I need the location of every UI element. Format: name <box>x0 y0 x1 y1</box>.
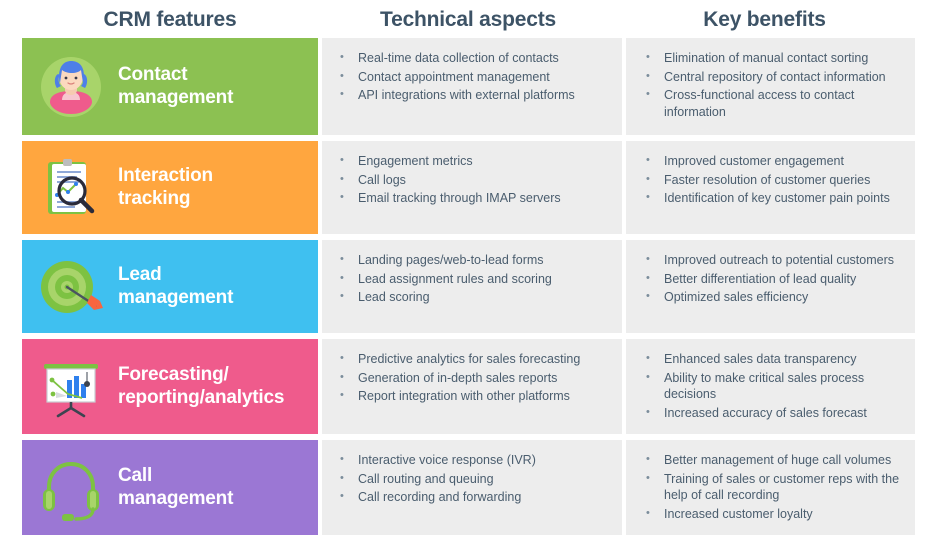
feature-label: Contact management <box>118 64 233 109</box>
list-item: Landing pages/web-to-lead forms <box>336 251 612 269</box>
list-item: Identification of key customer pain poin… <box>642 189 905 207</box>
table-row: Call management Interactive voice respon… <box>22 440 915 535</box>
list-item: API integrations with external platforms <box>336 86 612 104</box>
list-item: Report integration with other platforms <box>336 387 612 405</box>
list-item: Better management of huge call volumes <box>642 451 905 469</box>
feature-cell-forecasting-reporting-analytics: Forecasting/ reporting/analytics <box>22 339 318 434</box>
table-header: CRM features Technical aspects Key benef… <box>0 0 933 38</box>
key-benefits-cell: Enhanced sales data transparency Ability… <box>626 339 915 434</box>
feature-label: Forecasting/ reporting/analytics <box>118 364 284 409</box>
list-item: Elimination of manual contact sorting <box>642 49 905 67</box>
list-item: Better differentiation of lead quality <box>642 270 905 288</box>
key-benefits-cell: Improved customer engagement Faster reso… <box>626 141 915 234</box>
key-benefits-cell: Elimination of manual contact sorting Ce… <box>626 38 915 135</box>
key-benefits-list: Improved customer engagement Faster reso… <box>642 152 905 207</box>
feature-cell-lead-management: Lead management <box>22 240 318 333</box>
feature-label-line2: management <box>118 286 234 308</box>
list-item: Real-time data collection of contacts <box>336 49 612 67</box>
list-item: Cross-functional access to contact infor… <box>642 86 905 120</box>
list-item: Engagement metrics <box>336 152 612 170</box>
list-item: Enhanced sales data transparency <box>642 350 905 368</box>
key-benefits-cell: Better management of huge call volumes T… <box>626 440 915 535</box>
key-benefits-list: Elimination of manual contact sorting Ce… <box>642 49 905 120</box>
list-item: Improved customer engagement <box>642 152 905 170</box>
list-item: Call logs <box>336 171 612 189</box>
feature-label-line1: Forecasting/ <box>118 364 229 386</box>
list-item: Call routing and queuing <box>336 470 612 488</box>
feature-cell-interaction-tracking: Interaction tracking <box>22 141 318 234</box>
list-item: Lead scoring <box>336 288 612 306</box>
table-row: Lead management Landing pages/web-to-lea… <box>22 240 915 333</box>
list-item: Interactive voice response (IVR) <box>336 451 612 469</box>
feature-cell-contact-management: Contact management <box>22 38 318 135</box>
presentation-chart-icon <box>34 350 108 424</box>
column-header-crm-features: CRM features <box>103 7 237 31</box>
feature-cell-call-management: Call management <box>22 440 318 535</box>
column-header-technical-aspects: Technical aspects <box>380 7 556 31</box>
technical-aspects-cell: Real-time data collection of contacts Co… <box>322 38 622 135</box>
list-item: Predictive analytics for sales forecasti… <box>336 350 612 368</box>
feature-label-line1: Call <box>118 465 153 487</box>
key-benefits-list: Better management of huge call volumes T… <box>642 451 905 523</box>
key-benefits-cell: Improved outreach to potential customers… <box>626 240 915 333</box>
list-item: Increased customer loyalty <box>642 505 905 523</box>
column-header-key-benefits: Key benefits <box>703 7 826 31</box>
list-item: Increased accuracy of sales forecast <box>642 404 905 422</box>
feature-label: Call management <box>118 465 233 510</box>
technical-aspects-cell: Predictive analytics for sales forecasti… <box>322 339 622 434</box>
feature-label-line1: Contact <box>118 64 188 86</box>
technical-aspects-list: Engagement metrics Call logs Email track… <box>336 152 612 207</box>
technical-aspects-list: Real-time data collection of contacts Co… <box>336 49 612 104</box>
key-benefits-list: Enhanced sales data transparency Ability… <box>642 350 905 422</box>
feature-label-line2: tracking <box>118 187 191 209</box>
technical-aspects-cell: Interactive voice response (IVR) Call ro… <box>322 440 622 535</box>
table-row: Forecasting/ reporting/analytics Predict… <box>22 339 915 434</box>
feature-label: Interaction tracking <box>118 165 213 210</box>
list-item: Optimized sales efficiency <box>642 288 905 306</box>
table-row: Interaction tracking Engagement metrics … <box>22 141 915 234</box>
list-item: Call recording and forwarding <box>336 488 612 506</box>
headset-icon <box>34 451 108 525</box>
clipboard-magnifier-icon <box>34 151 108 225</box>
technical-aspects-cell: Engagement metrics Call logs Email track… <box>322 141 622 234</box>
technical-aspects-list: Interactive voice response (IVR) Call ro… <box>336 451 612 506</box>
feature-label-line2: reporting/analytics <box>118 386 285 408</box>
list-item: Central repository of contact informatio… <box>642 68 905 86</box>
feature-label-line2: management <box>118 487 234 509</box>
feature-label-line2: management <box>118 86 234 108</box>
list-item: Ability to make critical sales process d… <box>642 369 905 403</box>
list-item: Faster resolution of customer queries <box>642 171 905 189</box>
target-arrow-icon <box>34 250 108 324</box>
technical-aspects-list: Predictive analytics for sales forecasti… <box>336 350 612 405</box>
list-item: Email tracking through IMAP servers <box>336 189 612 207</box>
technical-aspects-list: Landing pages/web-to-lead forms Lead ass… <box>336 251 612 306</box>
list-item: Lead assignment rules and scoring <box>336 270 612 288</box>
list-item: Improved outreach to potential customers <box>642 251 905 269</box>
list-item: Generation of in-depth sales reports <box>336 369 612 387</box>
table-row: Contact management Real-time data collec… <box>22 38 915 135</box>
table-body: Contact management Real-time data collec… <box>0 38 933 535</box>
feature-label: Lead management <box>118 264 233 309</box>
feature-label-line1: Interaction <box>118 165 213 187</box>
key-benefits-list: Improved outreach to potential customers… <box>642 251 905 306</box>
list-item: Contact appointment management <box>336 68 612 86</box>
list-item: Training of sales or customer reps with … <box>642 470 905 504</box>
feature-label-line1: Lead <box>118 264 162 286</box>
woman-avatar-icon <box>34 50 108 124</box>
technical-aspects-cell: Landing pages/web-to-lead forms Lead ass… <box>322 240 622 333</box>
